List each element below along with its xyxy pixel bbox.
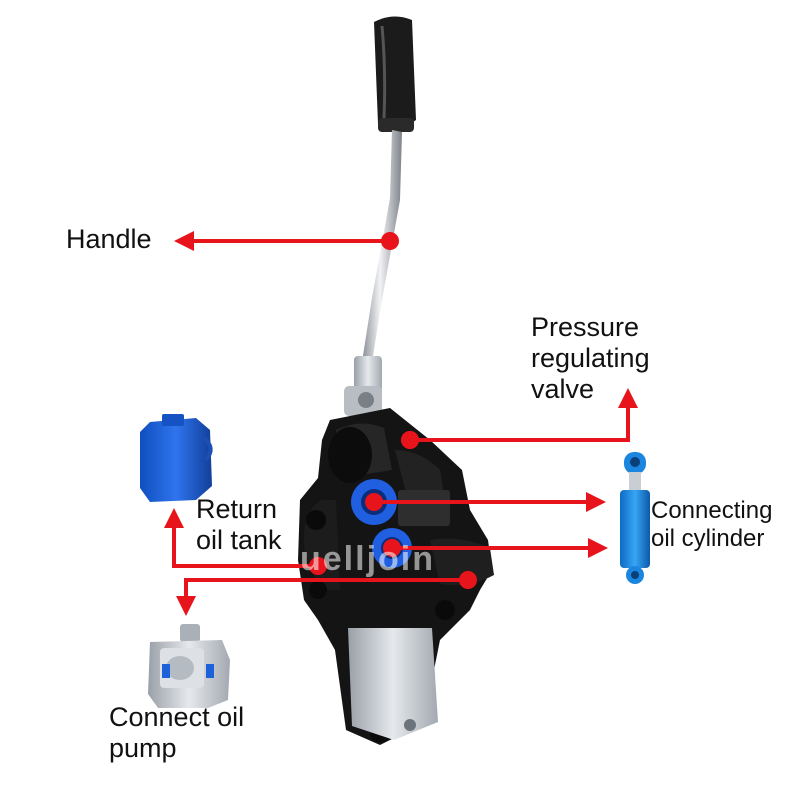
callout-return-tank: [164, 508, 318, 568]
dot-handle: [381, 232, 399, 250]
dot-cylinder-top: [365, 493, 383, 511]
label-line: regulating: [531, 343, 650, 374]
dot-pump: [459, 571, 477, 589]
callout-lines: [164, 231, 638, 616]
valve-end-cap: [348, 628, 438, 740]
label-line: oil cylinder: [651, 524, 765, 552]
rod-collar: [354, 356, 382, 392]
dot-pressure-valve: [401, 431, 419, 449]
label-line: valve: [531, 374, 595, 405]
oil-pump-image: [148, 624, 230, 708]
handle-rod: [362, 130, 402, 362]
oil-tank-image: [140, 414, 213, 502]
oil-cylinder-image: [620, 452, 650, 584]
label-cylinder: Connecting oil cylinder: [651, 497, 772, 552]
dot-cylinder-bottom: [383, 539, 401, 557]
handle-knob: [374, 16, 416, 132]
label-line: Connect oil: [109, 702, 245, 732]
label-line: Connecting: [651, 497, 773, 524]
label-return-tank: Return oil tank: [196, 494, 282, 556]
callout-pump: [176, 578, 468, 616]
watermark-text: uelljoin: [300, 540, 435, 578]
label-line: Pressure: [531, 312, 640, 342]
callout-dots: [309, 232, 477, 589]
label-pressure-valve: Pressure regulating valve: [531, 312, 650, 405]
label-pump: Connect oil pump: [109, 702, 244, 764]
label-line: Return: [196, 494, 278, 524]
label-line: oil tank: [196, 525, 282, 556]
label-line: pump: [109, 733, 177, 764]
clevis-pin: [358, 392, 374, 408]
callout-pressure-valve: [410, 388, 638, 442]
label-handle: Handle: [66, 224, 152, 254]
dot-return-tank: [309, 557, 327, 575]
